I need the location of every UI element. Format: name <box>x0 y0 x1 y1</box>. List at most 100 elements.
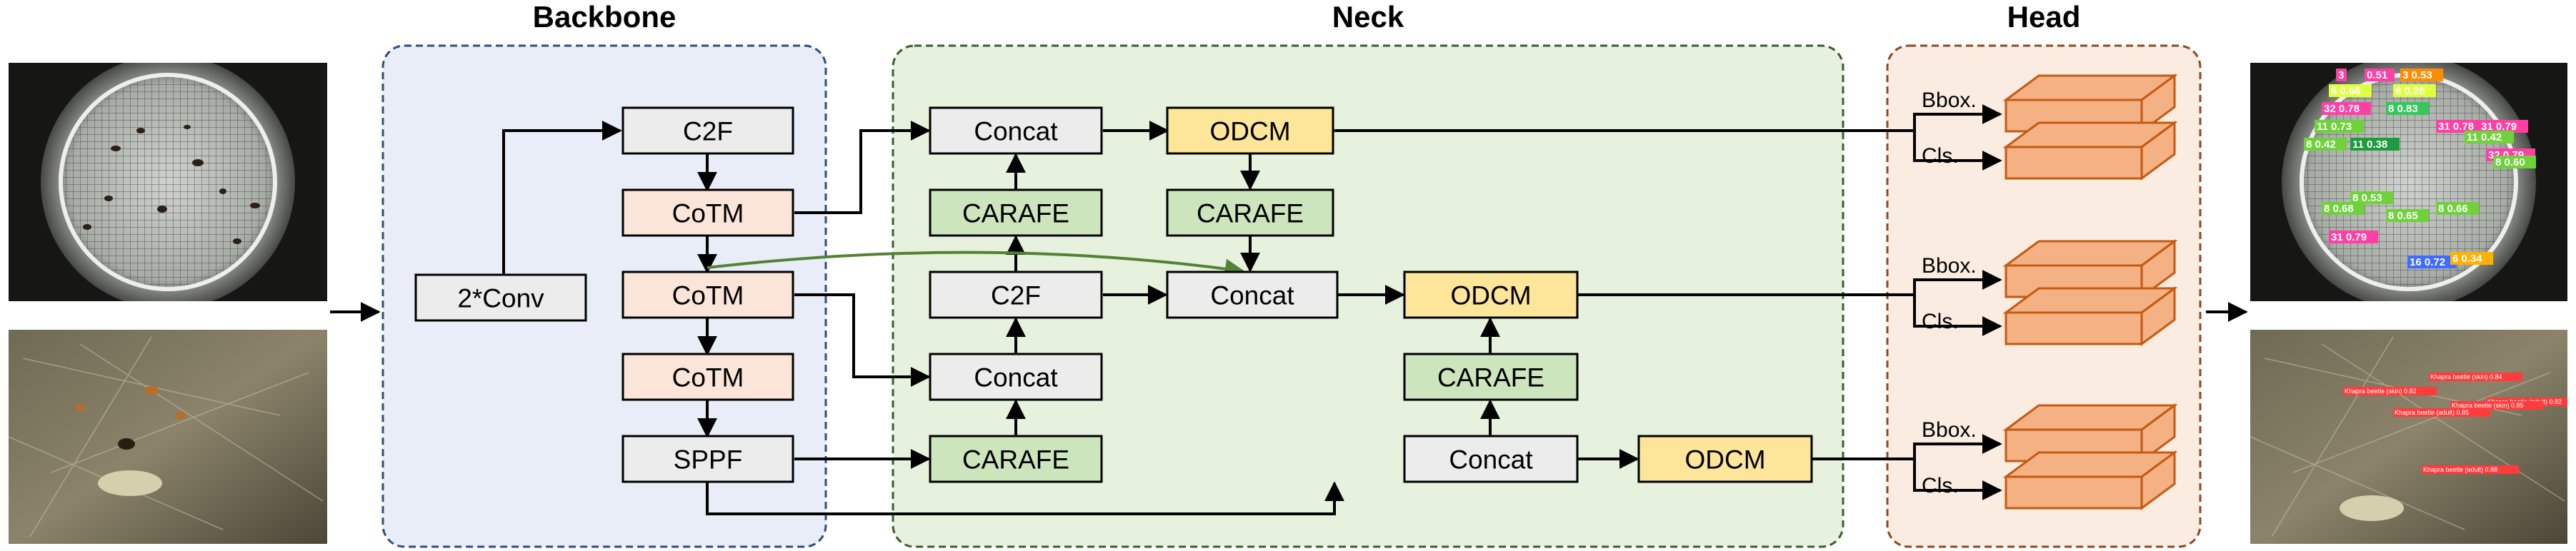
detection-label-top: 31 0.79 <box>2331 231 2367 243</box>
backbone-sppf-block <box>621 435 794 483</box>
neck-concat-block-1 <box>929 106 1103 155</box>
detection-box-top <box>2493 156 2536 168</box>
detection-label-top: 6 0.34 <box>2452 253 2482 265</box>
backbone-cotm-label-2: CoTM <box>672 281 744 310</box>
backbone-title: Backbone <box>533 0 677 34</box>
detection-label-top: 11 0.73 <box>2317 121 2352 133</box>
backbone-cotm-block-1 <box>621 188 794 237</box>
head-bbox-label-3: Bbox. <box>1922 418 1977 442</box>
head-cube-2-front <box>2005 146 2143 180</box>
neck-concat-block-4 <box>1403 435 1579 483</box>
backbone-c2f-label: C2F <box>683 117 733 146</box>
detection-box-top <box>2436 202 2479 215</box>
head-bbox-label-1: Bbox. <box>1922 89 1977 112</box>
neck-carafe-block-4 <box>1403 353 1579 401</box>
neck-odcm-label-1: ODCM <box>1209 117 1290 146</box>
head-cube-6-side <box>2140 450 2176 510</box>
head-cls-label-3: Cls. <box>1922 474 1959 497</box>
neck-odcm-block-1 <box>1166 106 1334 155</box>
detection-label-top: 8 0.60 <box>2495 156 2525 168</box>
neck-c2f-block <box>929 271 1103 319</box>
detection-label-bottom: Khapra beetle (skin) 0.82 <box>2345 388 2417 395</box>
neck-c2f-label: C2F <box>991 281 1041 310</box>
detection-box-top <box>2393 84 2436 97</box>
detection-label-top: 8 0.83 <box>2388 103 2418 115</box>
detection-label-top: 8 0.65 <box>2388 210 2418 222</box>
detection-box-bottom <box>2429 373 2522 381</box>
detection-box-top <box>2400 69 2443 81</box>
head-cube-3-side <box>2140 239 2176 299</box>
detection-box-top <box>2386 102 2429 115</box>
detection-box-top <box>2407 256 2457 268</box>
detection-box-top <box>2329 84 2372 97</box>
detection-label-top: 0.51 <box>2367 69 2387 81</box>
skip-connection-arrow <box>707 251 1245 279</box>
backbone-cotm-label-3: CoTM <box>672 363 744 393</box>
backbone-cotm-block-2 <box>621 271 794 319</box>
detection-box-top <box>2322 202 2365 215</box>
head-cube-2-side <box>2140 121 2176 181</box>
conv-block <box>414 273 587 322</box>
detection-label-top: 11 0.38 <box>2352 138 2387 151</box>
head-cube-6-front <box>2005 475 2143 510</box>
detection-label-top: 6 0.66 <box>2331 85 2361 97</box>
detection-box-top <box>2465 131 2514 143</box>
detection-box-top <box>2479 120 2528 133</box>
detection-label-top: 11 0.42 <box>2467 131 2502 143</box>
neck-carafe-label-1: CARAFE <box>962 199 1069 228</box>
detection-box-bottom <box>2343 387 2437 395</box>
detection-box-bottom <box>2422 465 2519 474</box>
head-cubes <box>2002 74 2178 510</box>
head-cls-label-2: Cls. <box>1922 310 1959 333</box>
detection-label-top: 31 0.78 <box>2438 121 2474 133</box>
detection-box-top <box>2315 120 2364 133</box>
detection-box-top <box>2386 209 2429 222</box>
neck-concat-label-4: Concat <box>1449 445 1533 475</box>
detection-label-top: 8 0.53 <box>2352 192 2382 204</box>
detection-label-bottom: Khapra beetle (skin) 0.84 <box>2430 373 2502 380</box>
neck-concat-label-1: Concat <box>974 117 1058 146</box>
detection-box-top <box>2336 69 2347 81</box>
neck-concat-label-3: Concat <box>1210 281 1294 310</box>
detection-label-bottom: Khapra beetle (adult) 0.88 <box>2423 466 2497 473</box>
head-cube-5-side <box>2140 403 2176 463</box>
detection-box-top <box>2450 252 2493 265</box>
detection-label-top: 8 0.66 <box>2438 203 2468 215</box>
neck-odcm-block-2 <box>1403 271 1579 319</box>
detection-box-top <box>2304 138 2347 151</box>
detection-label-top: 31 0.79 <box>2481 121 2517 133</box>
detection-box-top <box>2365 69 2395 81</box>
detection-label-top: 3 0.53 <box>2402 69 2432 81</box>
neck-carafe-block-2 <box>929 435 1103 483</box>
head-cube-4-side <box>2140 286 2176 346</box>
backbone-c2f-block <box>621 106 794 155</box>
detection-box-top <box>2350 138 2400 151</box>
detection-label-top: 32 0.78 <box>2324 103 2360 115</box>
detection-label-bottom: Khapra beetle (adult) 0.85 <box>2395 409 2469 416</box>
detection-box-top <box>2329 231 2378 243</box>
neck-carafe-label-2: CARAFE <box>962 445 1069 475</box>
head-cube-1-side <box>2140 74 2176 133</box>
input-image-top <box>9 63 327 301</box>
neck-odcm-label-3: ODCM <box>1684 445 1765 475</box>
backbone-cotm-block-3 <box>621 353 794 401</box>
neck-title: Neck <box>1332 0 1404 34</box>
detection-label-top: 3 <box>2338 69 2344 81</box>
neck-odcm-label-2: ODCM <box>1450 281 1531 310</box>
neck-carafe-label-4: CARAFE <box>1437 363 1544 393</box>
head-cube-4-front <box>2005 311 2143 345</box>
head-cls-label-1: Cls. <box>1922 144 1959 168</box>
neck-carafe-label-3: CARAFE <box>1197 199 1304 228</box>
neck-carafe-block-3 <box>1166 188 1334 237</box>
detection-label-top: 8 0.68 <box>2324 203 2354 215</box>
detection-box-bottom <box>2450 401 2544 410</box>
neck-concat-label-2: Concat <box>974 363 1058 393</box>
detection-box-top <box>2350 191 2393 204</box>
detection-box-top <box>2436 120 2485 133</box>
neck-concat-block-3 <box>1166 271 1339 319</box>
backbone-cotm-label-1: CoTM <box>672 199 744 228</box>
